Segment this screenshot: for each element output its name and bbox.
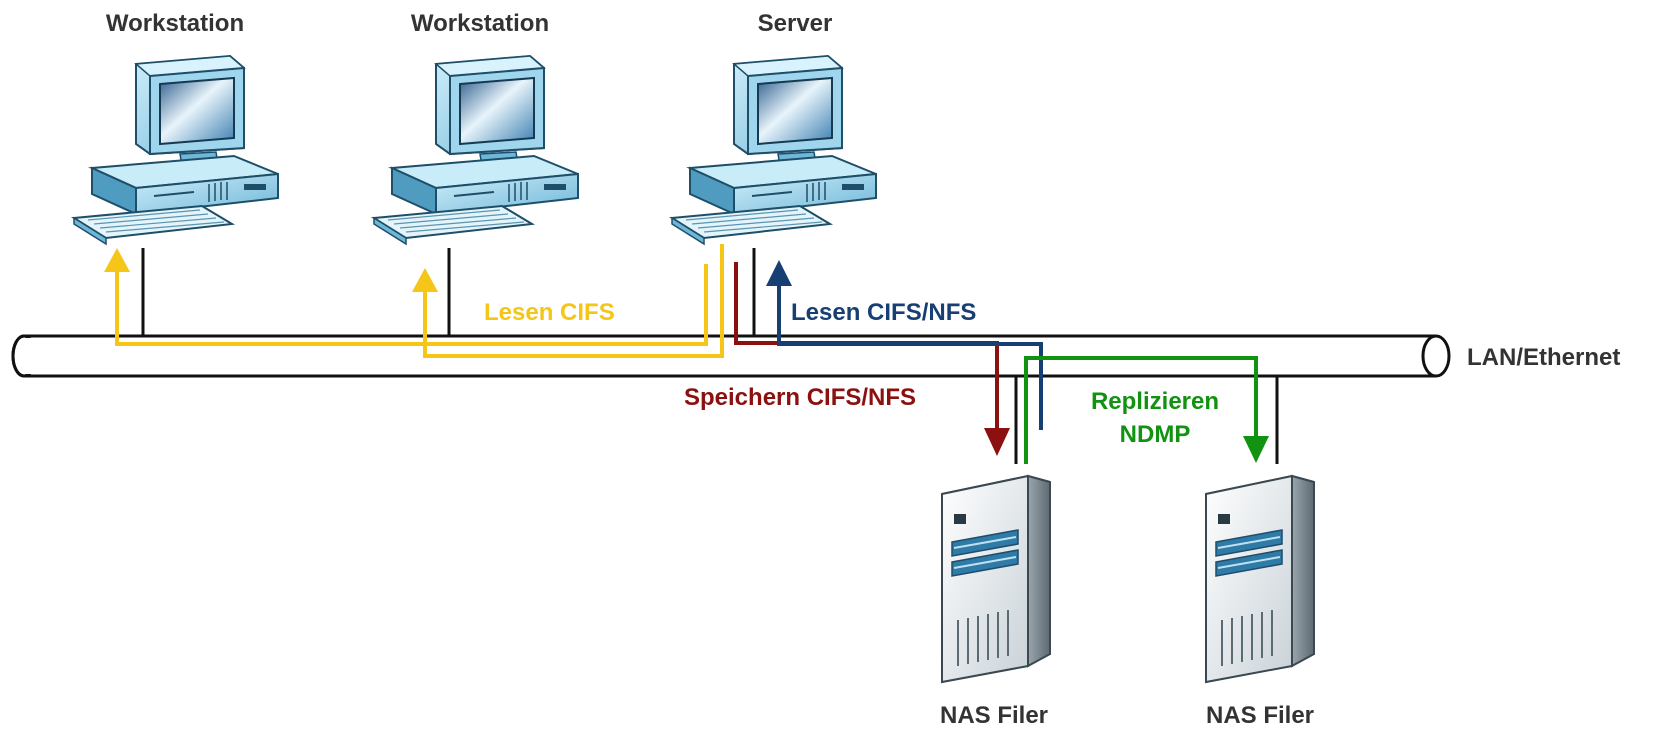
nas-filer-1-icon [941, 475, 1051, 683]
nas-cables [1014, 376, 1279, 464]
arrowhead-read-cifs-ws2 [412, 268, 438, 292]
flow-read-cifs-nfs-label: Lesen CIFS/NFS [791, 299, 976, 326]
computer-cables [141, 248, 756, 336]
nas-filer-1-label: NAS Filer [940, 702, 1048, 729]
nas-filer-2-label: NAS Filer [1206, 702, 1314, 729]
lan-ethernet-bus [11, 334, 1451, 378]
arrowhead-replicate [1243, 436, 1269, 463]
workstation-1-icon [73, 55, 279, 245]
arrowhead-store-cifs-nfs [984, 428, 1010, 456]
lan-ethernet-label: LAN/Ethernet [1467, 344, 1620, 371]
server-label: Server [758, 10, 833, 37]
flow-replicate [1024, 356, 1258, 464]
workstation-2-label: Workstation [411, 10, 549, 37]
flow-read-cifs-label: Lesen CIFS [484, 299, 615, 326]
flow-replicate-label-line2: NDMP [1120, 421, 1191, 448]
workstation-1-label: Workstation [106, 10, 244, 37]
server-icon [671, 55, 877, 245]
arrowhead-read-cifs-nfs [766, 260, 792, 286]
workstation-2-icon [373, 55, 579, 245]
nas-filer-2-icon [1205, 475, 1315, 683]
flow-store-cifs-nfs-label: Speichern CIFS/NFS [684, 384, 916, 411]
flow-read-cifs-nfs [777, 282, 1043, 430]
flow-replicate-label-line1: Replizieren [1091, 388, 1219, 415]
flow-read-cifs [115, 244, 724, 358]
arrowhead-read-cifs-ws1 [104, 248, 130, 272]
